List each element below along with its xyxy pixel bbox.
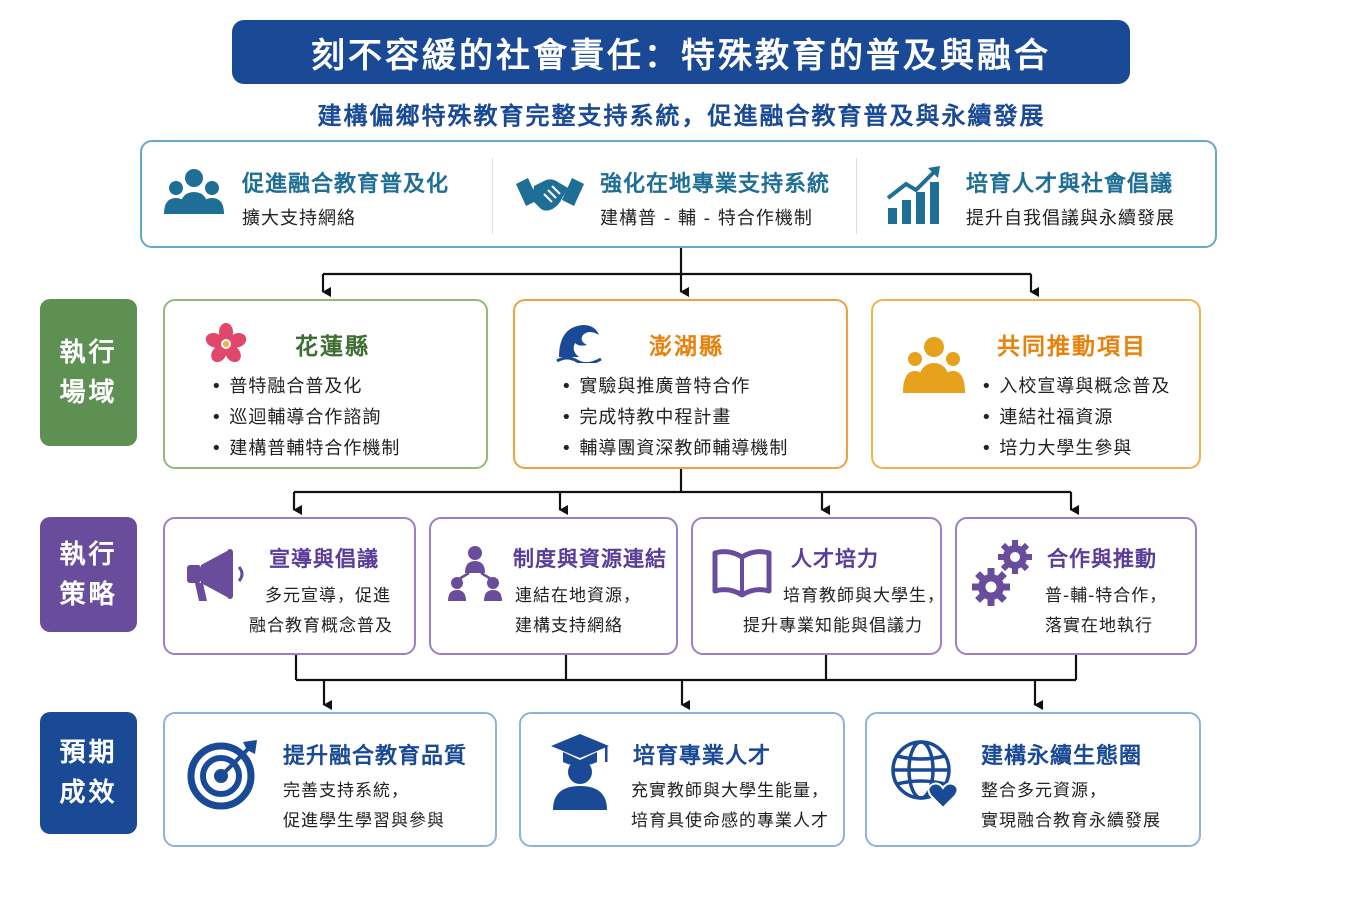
row-label-line: 預期 xyxy=(59,738,118,768)
list-item: 巡迴輔導合作諮詢 xyxy=(211,402,400,433)
outcome-text: 完善支持系統， xyxy=(283,781,409,801)
target-icon xyxy=(185,736,261,816)
list-item: 完成特教中程計畫 xyxy=(561,402,788,433)
site-card-hualien: 花蓮縣 普特融合普及化 巡迴輔導合作諮詢 建構普輔特合作機制 xyxy=(163,299,488,469)
outcome-card-talent: 培育專業人才 充實教師與大學生能量， 培育具使命感的專業人才 xyxy=(519,712,845,847)
outcome-title: 培育專業人才 xyxy=(633,744,772,769)
row-label-line: 執行 xyxy=(59,337,118,368)
divider xyxy=(856,158,857,234)
list-item: 輔導團資深教師輔導機制 xyxy=(561,433,788,464)
strategy-card-cooperation: 合作與推動 普-輔-特合作， 落實在地執行 xyxy=(955,517,1197,655)
strategy-card-training: 人才培力 培育教師與大學生， 提升專業知能與倡議力 xyxy=(691,517,945,655)
goal-item: 培育人才與社會倡議 提升自我倡議與永續發展 xyxy=(858,142,1218,246)
outcome-text: 整合多元資源， xyxy=(981,781,1107,801)
graduate-icon xyxy=(549,732,611,816)
gears-icon xyxy=(971,539,1037,615)
strategy-text: 提升專業知能與倡議力 xyxy=(743,616,923,636)
strategy-text: 融合教育概念普及 xyxy=(249,616,393,636)
network-icon xyxy=(447,543,503,607)
site-card-penghu: 澎湖縣 實驗與推廣普特合作 完成特教中程計畫 輔導團資深教師輔導機制 xyxy=(513,299,848,469)
goal-title: 培育人才與社會倡議 xyxy=(966,172,1174,197)
strategy-text: 多元宣導，促進 xyxy=(265,586,391,606)
row-label-sites: 執行 場域 xyxy=(40,299,137,446)
strategy-card-resources: 制度與資源連結 連結在地資源， 建構支持網絡 xyxy=(429,517,678,655)
site-title: 澎湖縣 xyxy=(649,334,724,360)
outcome-text: 充實教師與大學生能量， xyxy=(631,781,829,801)
strategy-title: 人才培力 xyxy=(791,547,879,571)
strategy-text: 普-輔-特合作， xyxy=(1045,586,1168,606)
list-item: 入校宣導與概念普及 xyxy=(981,371,1170,402)
row-label-line: 策略 xyxy=(59,579,118,610)
outcome-text: 實現融合教育永續發展 xyxy=(981,811,1161,831)
site-card-joint: 共同推動項目 入校宣導與概念普及 連結社福資源 培力大學生參與 xyxy=(871,299,1201,469)
page-title: 刻不容緩的社會責任：特殊教育的普及與融合 xyxy=(232,20,1130,84)
outcome-card-ecosystem: 建構永續生態圈 整合多元資源， 實現融合教育永續發展 xyxy=(865,712,1201,847)
goal-title: 強化在地專業支持系統 xyxy=(600,172,831,197)
outcome-title: 建構永續生態圈 xyxy=(981,744,1143,769)
divider xyxy=(492,158,493,234)
goal-item: 促進融合教育普及化 擴大支持網絡 xyxy=(142,142,492,246)
globe-heart-icon xyxy=(889,738,963,816)
list-item: 連結社福資源 xyxy=(981,402,1170,433)
row-label-outcomes: 預期 成效 xyxy=(40,712,137,834)
strategy-text: 培育教師與大學生， xyxy=(783,586,945,606)
megaphone-icon xyxy=(183,541,249,611)
list-item: 普特融合普及化 xyxy=(211,371,400,402)
handshake-icon xyxy=(514,164,586,224)
row-label-line: 執行 xyxy=(59,539,118,570)
strategy-card-advocacy: 宣導與倡議 多元宣導，促進 融合教育概念普及 xyxy=(163,517,416,655)
goal-subtitle: 建構普 - 輔 - 特合作機制 xyxy=(600,208,813,229)
row-label-strategies: 執行 策略 xyxy=(40,517,137,632)
goal-subtitle: 提升自我倡議與永續發展 xyxy=(966,208,1175,229)
row-label-line: 成效 xyxy=(59,778,118,808)
growth-chart-icon xyxy=(884,164,948,224)
site-item-list: 入校宣導與概念普及 連結社福資源 培力大學生參與 xyxy=(981,371,1170,464)
people-group-icon xyxy=(901,335,967,401)
goal-item: 強化在地專業支持系統 建構普 - 輔 - 特合作機制 xyxy=(494,142,856,246)
strategy-title: 合作與推動 xyxy=(1047,547,1157,571)
strategy-text: 連結在地資源， xyxy=(515,586,641,606)
row-label-line: 場域 xyxy=(59,377,118,408)
strategy-text: 建構支持網絡 xyxy=(515,616,623,636)
outcome-title: 提升融合教育品質 xyxy=(283,744,468,769)
site-item-list: 實驗與推廣普特合作 完成特教中程計畫 輔導團資深教師輔導機制 xyxy=(561,371,788,464)
outcome-text: 促進學生學習與參與 xyxy=(283,811,445,831)
goal-title: 促進融合教育普及化 xyxy=(242,172,450,197)
flower-icon xyxy=(205,323,247,369)
book-icon xyxy=(711,547,773,603)
strategy-title: 宣導與倡議 xyxy=(269,547,379,571)
outcome-card-quality: 提升融合教育品質 完善支持系統， 促進學生學習與參與 xyxy=(163,712,497,847)
site-title: 花蓮縣 xyxy=(295,334,370,360)
goal-subtitle: 擴大支持網絡 xyxy=(242,208,356,229)
people-group-icon xyxy=(162,164,226,224)
page-subtitle: 建構偏鄉特殊教育完整支持系統，促進融合教育普及與永續發展 xyxy=(317,102,1046,130)
outcome-text: 培育具使命感的專業人才 xyxy=(631,811,829,831)
goals-panel: 促進融合教育普及化 擴大支持網絡 強化在地專業支持系統 建構普 - 輔 - 特合… xyxy=(140,140,1217,248)
site-item-list: 普特融合普及化 巡迴輔導合作諮詢 建構普輔特合作機制 xyxy=(211,371,400,464)
list-item: 建構普輔特合作機制 xyxy=(211,433,400,464)
strategy-text: 落實在地執行 xyxy=(1045,616,1153,636)
list-item: 實驗與推廣普特合作 xyxy=(561,371,788,402)
strategy-title: 制度與資源連結 xyxy=(513,547,667,571)
wave-icon xyxy=(555,321,605,367)
site-title: 共同推動項目 xyxy=(997,334,1147,360)
list-item: 培力大學生參與 xyxy=(981,433,1170,464)
